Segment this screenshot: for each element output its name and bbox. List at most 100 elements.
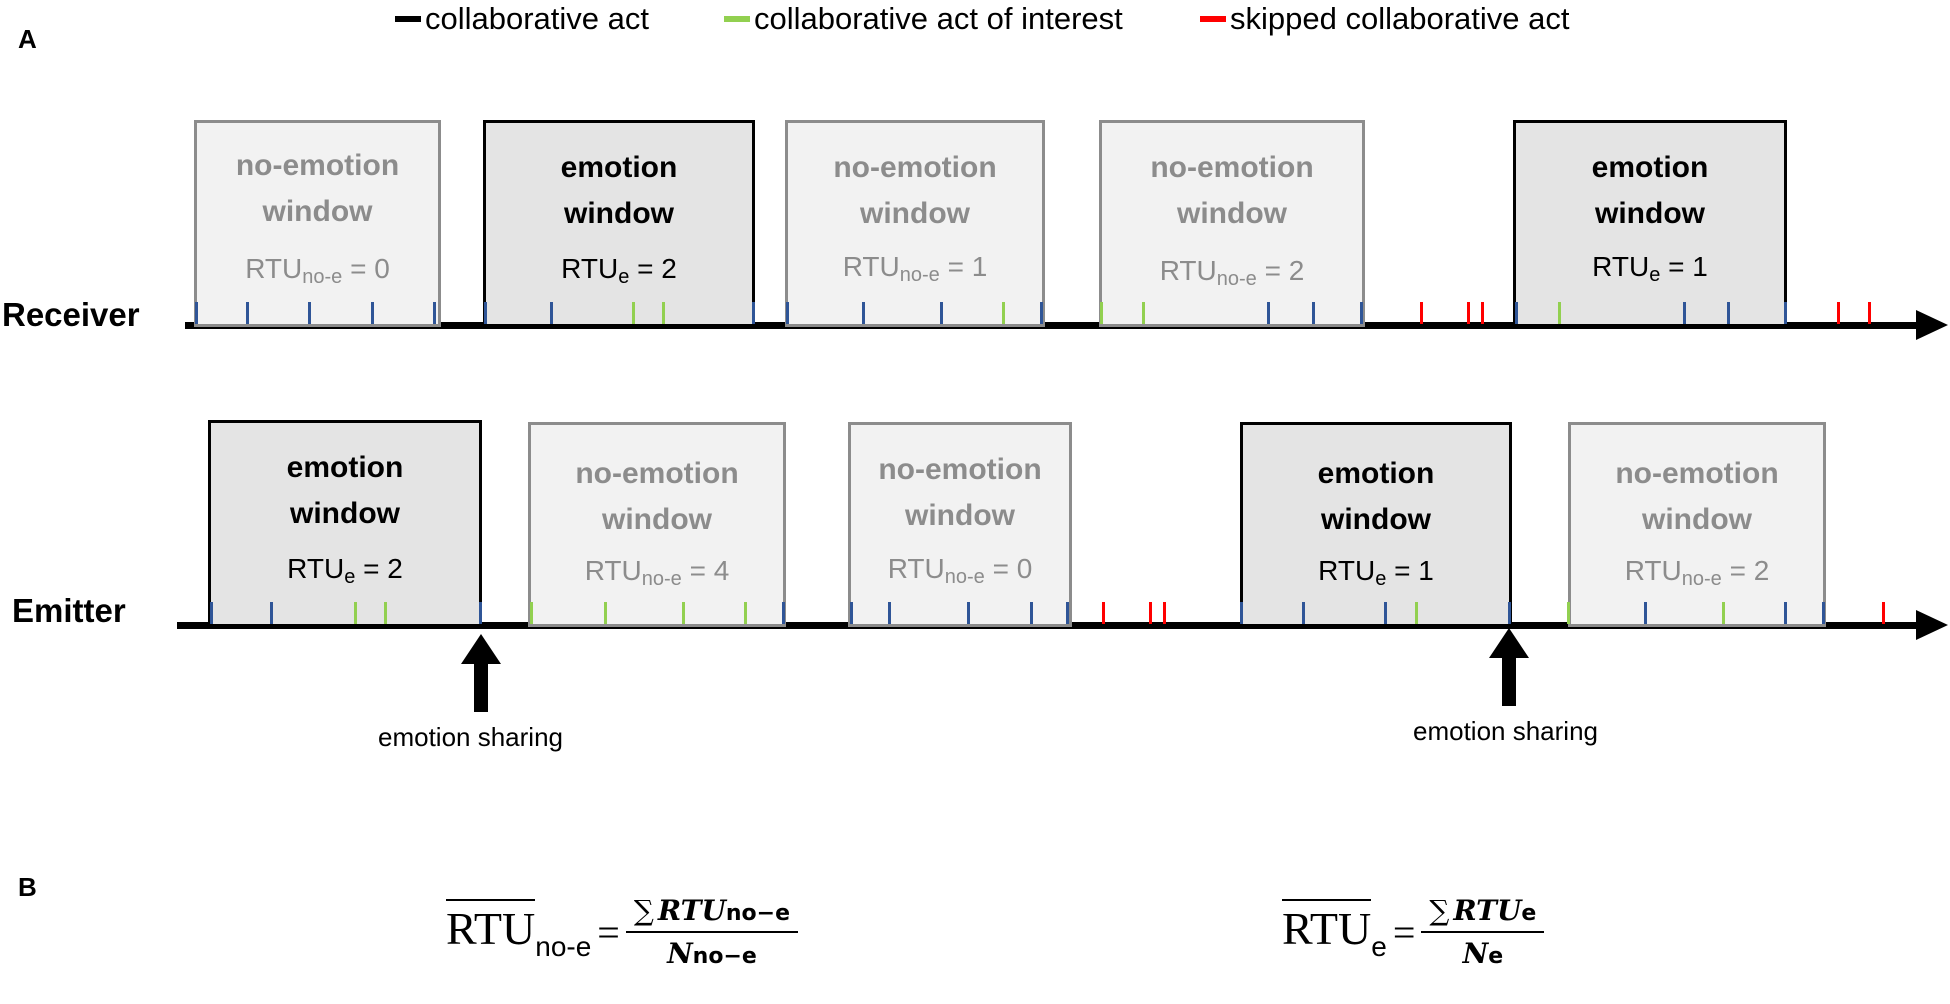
- formula-no-emotion: RTUno-e = ∑RTUno−e Nno−e: [446, 894, 799, 970]
- formula-emotion: RTUe = ∑RTUe Ne: [1282, 894, 1545, 970]
- receiver-tick-act: [371, 302, 374, 324]
- receiver-tick-skipped: [1868, 302, 1871, 324]
- receiver-tick-act: [752, 302, 755, 324]
- legend-item-act: collaborative act: [395, 1, 649, 36]
- emitter-tick-act: [479, 602, 482, 624]
- window-rtu: RTUno-e = 2: [1159, 255, 1305, 290]
- formula-denominator: N: [667, 937, 693, 970]
- window-line1: emotion: [1591, 151, 1709, 184]
- window-line1: no-emotion: [833, 151, 997, 184]
- receiver-tick-act: [786, 302, 789, 324]
- emotion-sharing-arrow-2: [1489, 628, 1529, 706]
- formula-fraction-bar: [1421, 931, 1545, 933]
- emitter-tick-act: [1240, 602, 1243, 624]
- legend: collaborative act collaborative act of i…: [0, 0, 1950, 40]
- receiver-tick-act: [940, 302, 943, 324]
- receiver-tick-act: [308, 302, 311, 324]
- emitter-tick-act: [888, 602, 891, 624]
- window-line2: window: [1177, 197, 1287, 230]
- window-line1: emotion: [286, 451, 404, 484]
- panel-letter-b: B: [18, 872, 37, 902]
- window-line2: window: [905, 499, 1015, 532]
- emitter-tick-act: [210, 602, 213, 624]
- formula-lhs: RTU: [1282, 898, 1372, 954]
- formula-equals: =: [1392, 909, 1416, 955]
- receiver-tick-interest: [1100, 302, 1103, 324]
- window-rtu: RTUno-e = 2: [1624, 555, 1770, 590]
- formula-denominator: N: [1462, 937, 1489, 970]
- emitter-tick-act: [1302, 602, 1305, 624]
- window-line2: window: [602, 503, 712, 536]
- receiver-axis: [185, 322, 1920, 329]
- formula-equals: =: [597, 909, 620, 955]
- emitter-tick-interest: [384, 602, 387, 624]
- emitter-tick-skipped: [1882, 602, 1885, 624]
- legend-swatch-act: [395, 16, 421, 22]
- receiver-window-3: no-emotion window RTUno-e = 1: [785, 120, 1045, 327]
- emitter-tick-act: [782, 602, 785, 624]
- window-line2: window: [1595, 197, 1705, 230]
- receiver-axis-arrowhead: [1916, 310, 1948, 340]
- emitter-tick-interest: [1567, 602, 1570, 624]
- emitter-tick-interest: [682, 602, 685, 624]
- receiver-tick-act: [1312, 302, 1315, 324]
- formula-sum: ∑: [633, 894, 654, 927]
- emitter-tick-interest: [1722, 602, 1725, 624]
- emitter-tick-skipped: [1149, 602, 1152, 624]
- formula-numerator: RTU: [1453, 894, 1522, 927]
- emitter-tick-interest: [530, 602, 533, 624]
- receiver-tick-act: [246, 302, 249, 324]
- receiver-label: Receiver: [2, 296, 140, 333]
- window-line2: window: [564, 197, 674, 230]
- emitter-tick-act: [1644, 602, 1647, 624]
- window-rtu: RTUe = 2: [561, 253, 677, 288]
- formula-denominator-sub: e: [1488, 944, 1504, 969]
- receiver-tick-act: [1784, 302, 1787, 324]
- formula-sum: ∑: [1429, 894, 1450, 927]
- window-line2: window: [860, 197, 970, 230]
- legend-swatch-interest: [724, 16, 750, 22]
- receiver-tick-skipped: [1467, 302, 1470, 324]
- window-rtu: RTUno-e = 1: [842, 251, 988, 286]
- window-rtu: RTUno-e = 0: [887, 553, 1033, 588]
- window-line1: no-emotion: [878, 453, 1042, 486]
- emitter-tick-act: [270, 602, 273, 624]
- window-line1: emotion: [1317, 457, 1435, 490]
- window-line2: window: [1642, 503, 1752, 536]
- receiver-tick-act: [195, 302, 198, 324]
- window-line2: window: [262, 195, 373, 228]
- window-rtu: RTUe = 1: [1592, 251, 1708, 286]
- window-line2: window: [1321, 503, 1431, 536]
- legend-label-interest: collaborative act of interest: [754, 1, 1123, 36]
- formula-fraction-bar: [625, 931, 799, 933]
- formula-fraction: ∑RTUe Ne: [1421, 894, 1545, 970]
- receiver-tick-interest: [662, 302, 665, 324]
- emitter-tick-act: [1508, 602, 1511, 624]
- legend-item-interest: collaborative act of interest: [724, 1, 1123, 36]
- emitter-tick-interest: [604, 602, 607, 624]
- legend-label-skipped: skipped collaborative act: [1230, 1, 1570, 36]
- receiver-tick-act: [1683, 302, 1686, 324]
- emitter-tick-skipped: [1163, 602, 1166, 624]
- emotion-sharing-label-2: emotion sharing: [1413, 716, 1598, 746]
- formula-denominator-sub: no−e: [692, 944, 757, 969]
- emitter-tick-act: [1066, 602, 1069, 624]
- emotion-sharing-arrow-1: [461, 634, 501, 712]
- emotion-sharing-label-1: emotion sharing: [378, 722, 563, 752]
- formula-numerator-sub: no−e: [725, 901, 791, 926]
- emitter-tick-interest: [354, 602, 357, 624]
- emitter-axis-arrowhead: [1916, 610, 1948, 640]
- formula-numerator: RTU: [657, 894, 726, 927]
- receiver-tick-act: [1360, 302, 1363, 324]
- emitter-tick-act: [850, 602, 853, 624]
- receiver-tick-skipped: [1481, 302, 1484, 324]
- emitter-tick-act: [1030, 602, 1033, 624]
- emitter-tick-interest: [1415, 602, 1418, 624]
